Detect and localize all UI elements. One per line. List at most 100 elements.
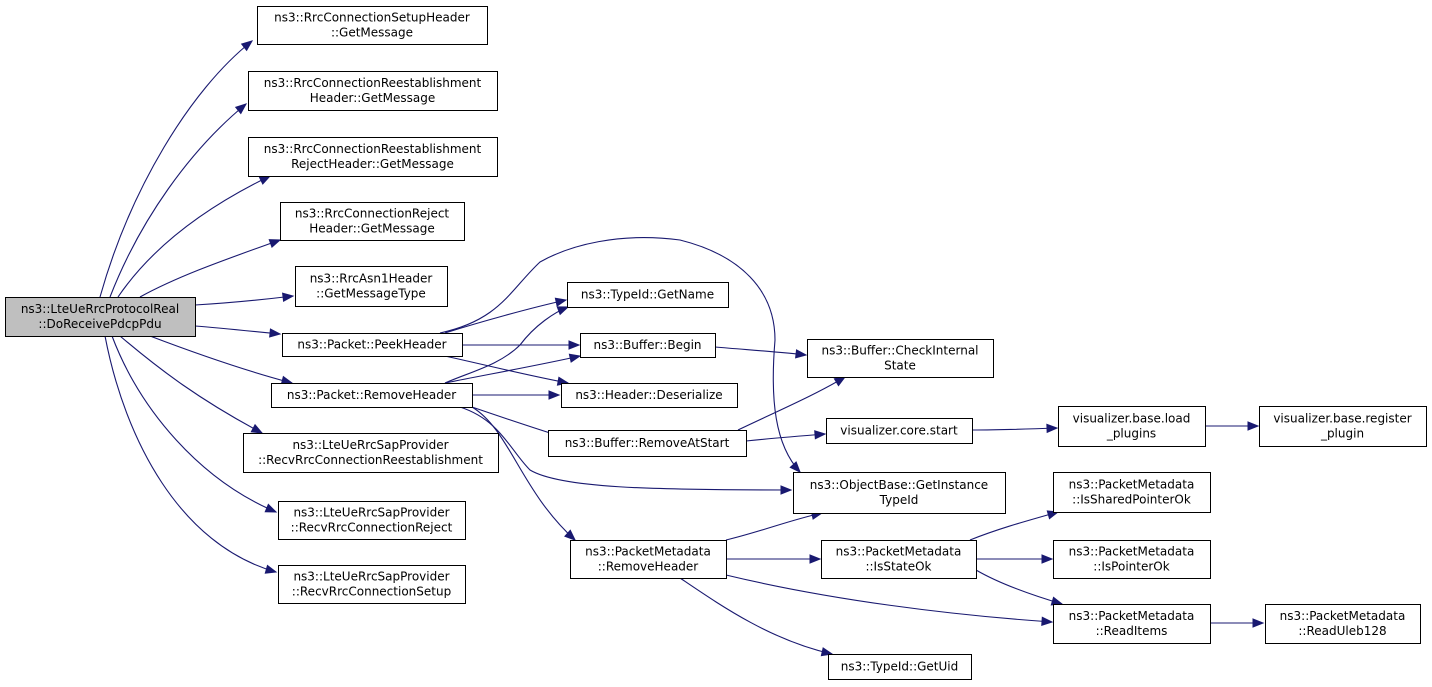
node-box	[271, 383, 473, 408]
edge-line	[725, 512, 823, 541]
node-label: ns3::Buffer::CheckInternal	[821, 344, 978, 358]
edge-line	[725, 574, 1053, 623]
node-viz-start[interactable]: visualizer.core.start	[826, 418, 973, 444]
node-recv-reject[interactable]: ns3::LteUeRrcSapProvider::RecvRrcConnect…	[278, 501, 466, 540]
edge-isstateok-to-ispointerok	[975, 554, 1054, 564]
node-asn1-type[interactable]: ns3::RrcAsn1Header::GetMessageType	[295, 266, 448, 307]
node-box	[1058, 406, 1206, 447]
node-label: ::IsSharedPointerOk	[1072, 493, 1191, 507]
edge-line	[139, 239, 281, 298]
node-load-plugins[interactable]: visualizer.base.load_plugins	[1058, 406, 1206, 447]
edge-line	[969, 511, 1059, 541]
node-reject-msg[interactable]: ns3::RrcConnectionRejectHeader::GetMessa…	[280, 202, 465, 241]
edge-isstateok-to-readitems	[975, 569, 1064, 606]
edge-line	[737, 376, 846, 431]
node-label: ns3::PacketMetadata	[585, 545, 711, 559]
node-box	[1053, 472, 1211, 513]
edge-root-to-peek	[194, 325, 282, 338]
node-peek[interactable]: ns3::Packet::PeekHeader	[282, 333, 463, 357]
node-recv-setup[interactable]: ns3::LteUeRrcSapProvider::RecvRrcConnect…	[278, 565, 466, 604]
edge-line	[117, 175, 271, 298]
edge-root-to-reest_msg	[109, 103, 248, 298]
node-box	[807, 339, 994, 378]
node-readuleb[interactable]: ns3::PacketMetadata::ReadUleb128	[1265, 604, 1421, 644]
node-label: ::RecvRrcConnectionReestablishment	[258, 453, 483, 467]
node-label: ::ReadUleb128	[1298, 624, 1386, 638]
arrowhead-icon	[282, 292, 295, 302]
edge-line	[194, 295, 294, 306]
node-label: ::ReadItems	[1096, 624, 1168, 638]
node-recv-reest[interactable]: ns3::LteUeRrcSapProvider::RecvRrcConnect…	[243, 433, 499, 473]
arrowhead-icon	[548, 390, 561, 400]
arrowhead-icon	[820, 647, 834, 657]
edge-line	[444, 355, 581, 384]
node-box	[5, 297, 196, 337]
node-register-plugin[interactable]: visualizer.base.register_plugin	[1259, 406, 1427, 447]
arrowhead-icon	[1046, 423, 1059, 434]
edge-line	[714, 346, 807, 356]
arrowhead-icon	[554, 297, 568, 307]
arrowhead-icon	[258, 175, 272, 185]
edge-line	[111, 335, 277, 513]
edge-readitems-to-readuleb	[1209, 618, 1265, 628]
node-readitems[interactable]: ns3::PacketMetadata::ReadItems	[1053, 604, 1211, 644]
edge-line	[444, 299, 567, 334]
node-remove[interactable]: ns3::Packet::RemoveHeader	[271, 383, 473, 408]
edge-root-to-remove	[149, 335, 294, 385]
node-box	[570, 540, 727, 579]
node-setup-msg[interactable]: ns3::RrcConnectionSetupHeader::GetMessag…	[257, 6, 488, 45]
node-getuid[interactable]: ns3::TypeId::GetUid	[828, 654, 972, 680]
node-reest-msg[interactable]: ns3::RrcConnectionReestablishmentHeader:…	[248, 71, 498, 111]
node-box	[257, 6, 488, 45]
node-reestrej-msg[interactable]: ns3::RrcConnectionReestablishmentRejectH…	[248, 137, 498, 177]
node-label: ns3::LteUeRrcSapProvider	[293, 570, 449, 584]
edge-remove-to-getname	[444, 306, 570, 384]
node-label: ns3::RrcConnectionReestablishment	[264, 76, 482, 90]
arrowhead-icon	[568, 340, 581, 350]
node-label: ns3::TypeId::GetUid	[841, 660, 959, 674]
node-box	[282, 333, 463, 357]
node-issharedok[interactable]: ns3::PacketMetadata::IsSharedPointerOk	[1053, 472, 1211, 513]
node-getname[interactable]: ns3::TypeId::GetName	[567, 282, 729, 308]
edge-pm_remove-to-getinstance	[725, 510, 824, 541]
arrowhead-icon	[250, 423, 264, 434]
node-box	[243, 433, 499, 473]
node-label: ns3::PacketMetadata	[1069, 609, 1195, 623]
node-label: ::RemoveHeader	[598, 560, 699, 574]
node-box	[278, 565, 466, 604]
node-label: ::IsPointerOk	[1093, 560, 1169, 574]
edge-pm_remove-to-getuid	[679, 577, 834, 657]
arrowhead-icon	[1041, 554, 1054, 564]
node-isstateok[interactable]: ns3::PacketMetadata::IsStateOk	[821, 540, 977, 579]
arrowhead-icon	[1041, 616, 1054, 627]
edge-peek-to-getname	[444, 297, 568, 334]
node-label: ns3::Packet::PeekHeader	[297, 338, 446, 352]
node-label: ::GetMessageType	[316, 287, 426, 301]
node-label: ::GetMessage	[331, 26, 413, 40]
node-label: ns3::Packet::RemoveHeader	[287, 388, 456, 402]
edge-root-to-recv_reject	[111, 335, 278, 513]
node-deserialize[interactable]: ns3::Header::Deserialize	[561, 383, 738, 408]
node-label: ns3::TypeId::GetName	[581, 288, 714, 302]
node-root[interactable]: ns3::LteUeRrcProtocolReal::DoReceivePdcp…	[5, 297, 196, 337]
edge-pm_remove-to-isstateok	[725, 554, 822, 564]
edge-line	[104, 335, 277, 573]
arrowhead-icon	[1247, 421, 1260, 431]
edge-removeatstart-to-viz_start	[745, 430, 827, 442]
node-box	[561, 383, 738, 408]
node-pm-remove[interactable]: ns3::PacketMetadata::RemoveHeader	[570, 540, 727, 579]
node-box	[278, 501, 466, 540]
node-begin[interactable]: ns3::Buffer::Begin	[580, 333, 716, 358]
node-box	[280, 202, 465, 241]
edge-line	[149, 335, 293, 384]
edge-line	[975, 569, 1063, 605]
node-box	[580, 333, 716, 358]
node-ispointerok[interactable]: ns3::PacketMetadata::IsPointerOk	[1053, 540, 1211, 579]
arrowhead-icon	[234, 103, 248, 115]
edge-line	[439, 237, 801, 473]
node-removeatstart[interactable]: ns3::Buffer::RemoveAtStart	[548, 430, 747, 457]
edge-line	[119, 335, 263, 434]
